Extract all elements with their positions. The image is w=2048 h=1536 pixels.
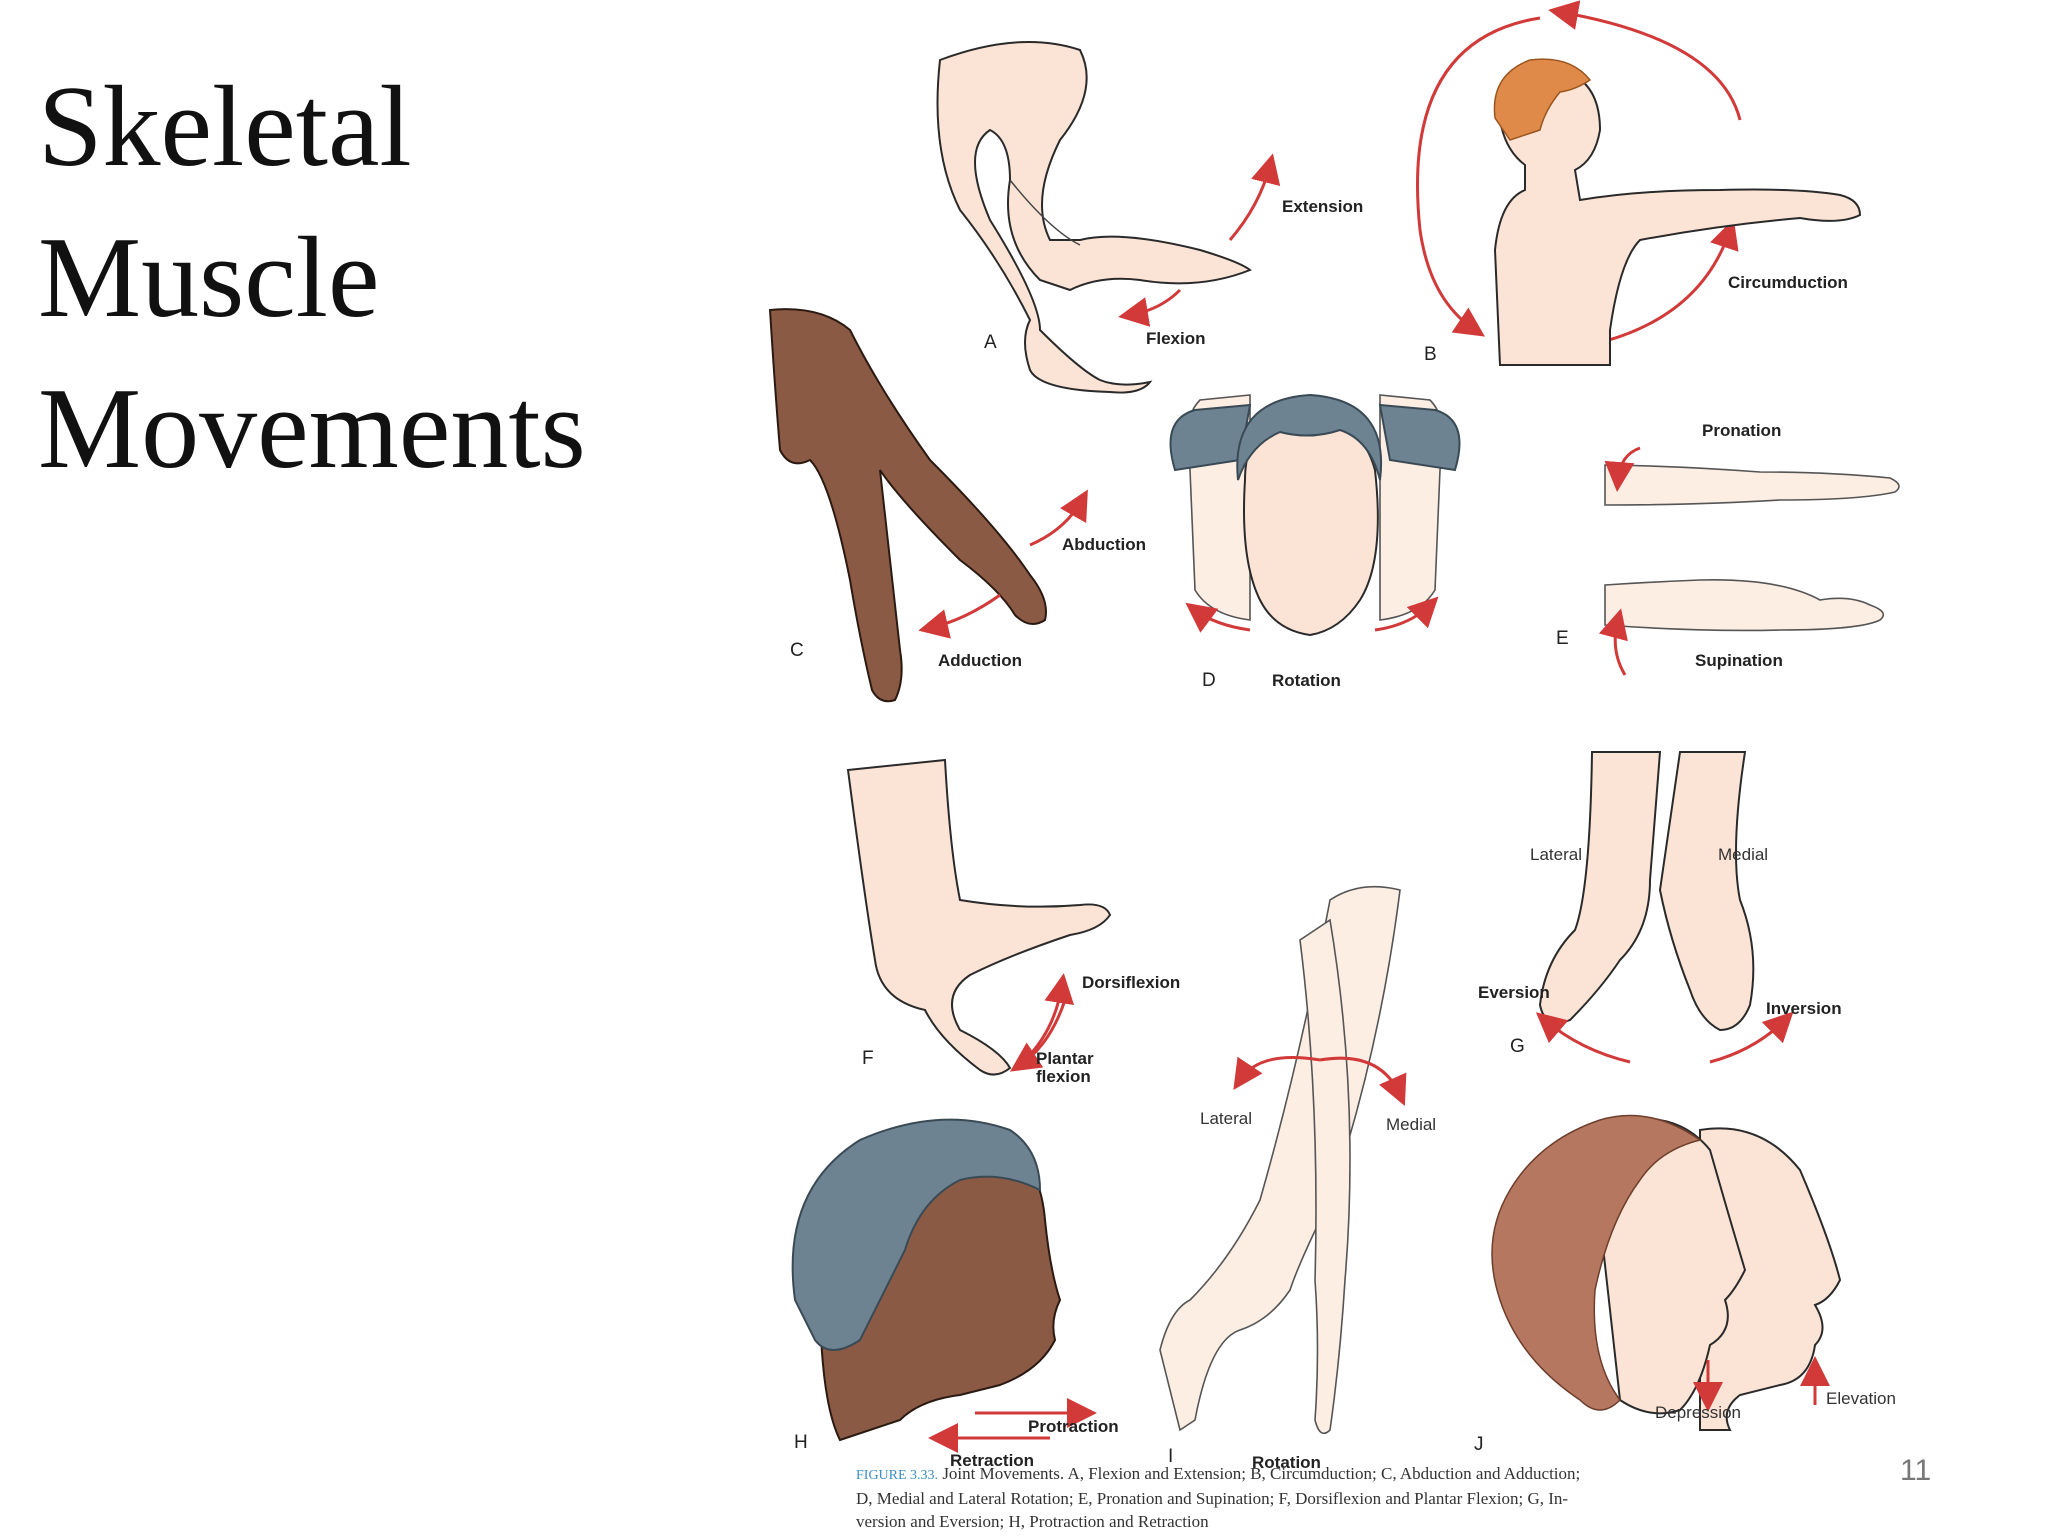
panel-b-label-circumduction: Circumduction [1728, 273, 1848, 292]
panel-f-label-plantar: Plantar [1036, 1049, 1094, 1068]
panel-d-label-rotation: Rotation [1272, 671, 1341, 690]
panel-g-label-medial: Medial [1718, 845, 1768, 864]
panel-a-label-flexion: Flexion [1146, 329, 1206, 348]
panel-c-letter: C [790, 640, 804, 661]
panel-h-label-protraction: Protraction [1028, 1417, 1119, 1436]
panel-h-head-illustration [791, 1118, 1097, 1453]
caption-line-1: FIGURE 3.33. Joint Movements. A, Flexion… [856, 1462, 1786, 1487]
panel-g-label-eversion: Eversion [1478, 983, 1550, 1002]
panel-d-letter: D [1202, 670, 1216, 691]
panel-j-label-depression: Depression [1655, 1403, 1741, 1422]
panel-i-letter: I [1168, 1446, 1173, 1467]
panel-a-leg-illustration [936, 41, 1281, 394]
panel-i-arm-illustration [1159, 885, 1407, 1435]
panel-c-arm-illustration [768, 308, 1088, 703]
panel-i-label-rotation: Rotation [1252, 1453, 1321, 1472]
title-line-3: Movements [38, 365, 586, 493]
caption-line-2: D, Medial and Lateral Rotation; E, Prona… [856, 1489, 1569, 1508]
figure-caption: FIGURE 3.33. Joint Movements. A, Flexion… [856, 1462, 1786, 1533]
title-line-2: Muscle [38, 214, 380, 342]
panel-j-head-illustration [1491, 1114, 1842, 1431]
panel-e-letter: E [1556, 628, 1569, 649]
panel-b-shoulder-illustration [1416, 0, 1862, 366]
panel-j-letter: J [1474, 1434, 1484, 1455]
panel-f-label-flexion: flexion [1036, 1067, 1091, 1086]
panel-g-letter: G [1510, 1036, 1525, 1057]
panel-f-label-dorsiflexion: Dorsiflexion [1082, 973, 1180, 992]
panel-h-label-retraction: Retraction [950, 1451, 1034, 1470]
panel-a-label-extension: Extension [1282, 197, 1363, 216]
caption-line-3: version and Eversion; H, Protraction and… [856, 1512, 1209, 1531]
panel-g-label-inversion: Inversion [1766, 999, 1842, 1018]
panel-f-foot-illustration [846, 758, 1112, 1076]
panel-e-label-supination: Supination [1695, 651, 1783, 670]
panel-f-letter: F [862, 1048, 874, 1069]
panel-g-feet-illustration [1535, 751, 1794, 1064]
caption-figure-number: FIGURE 3.33. [856, 1468, 939, 1483]
page-number: 11 [1900, 1454, 1932, 1487]
panel-b-letter: B [1424, 344, 1437, 365]
panel-j-label-elevation: Elevation [1826, 1389, 1896, 1408]
panel-e-label-pronation: Pronation [1702, 421, 1781, 440]
title-line-1: Skeletal [38, 63, 412, 191]
caption-line-1-text: Joint Movements. A, Flexion and Extensio… [942, 1464, 1581, 1483]
panel-e-forearm-illustration [1598, 446, 1900, 676]
panel-i-label-lateral: Lateral [1200, 1109, 1252, 1128]
panel-h-letter: H [794, 1432, 808, 1453]
slide-title: Skeletal Muscle Movements [38, 52, 678, 505]
panel-a-letter: A [984, 332, 997, 353]
panel-g-label-lateral: Lateral [1530, 845, 1582, 864]
panel-d-head-illustration [1169, 393, 1461, 637]
panel-i-label-medial: Medial [1386, 1115, 1436, 1134]
panel-c-label-abduction: Abduction [1062, 535, 1146, 554]
panel-c-label-adduction: Adduction [938, 651, 1022, 670]
